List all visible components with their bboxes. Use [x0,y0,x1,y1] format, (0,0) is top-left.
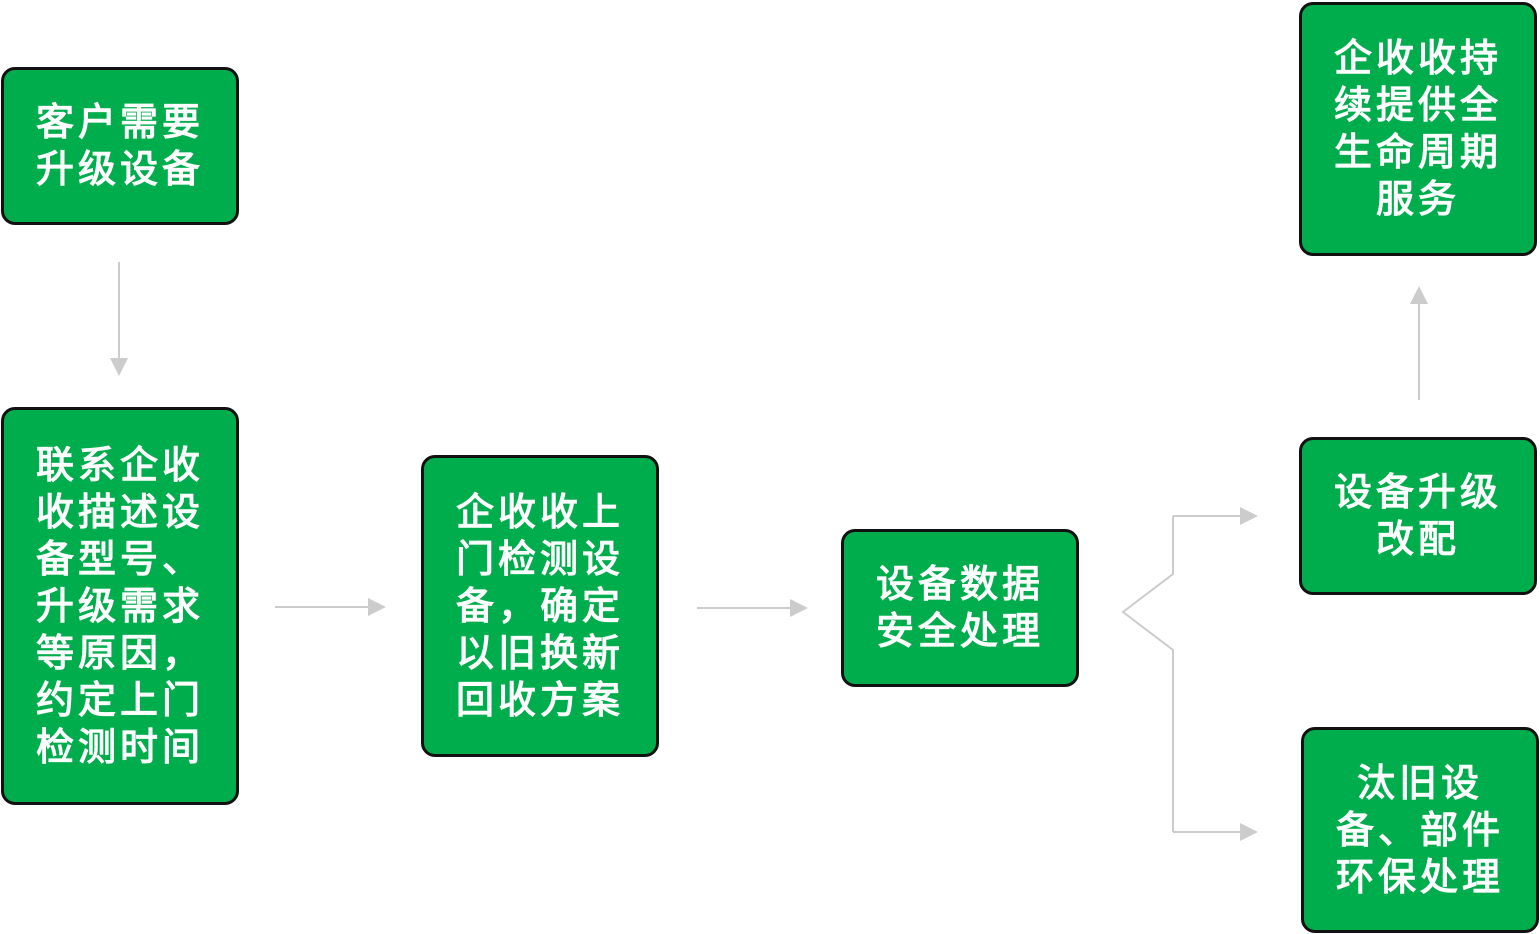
branch-connector [1121,516,1174,832]
arrowhead-upgrade-to-lifecycle [1410,286,1428,304]
arrowhead-branch-to-upgrade [1240,507,1258,525]
node-upgrade-refit: 设备升级 改配 [1299,437,1537,595]
node-contact-company: 联系企收 收描述设 备型号、 升级需求 等原因， 约定上门 检测时间 [1,407,239,805]
node-eliminate-old: 汰旧设 备、部件 环保处理 [1301,727,1539,933]
node-data-security: 设备数据 安全处理 [841,529,1079,687]
node-lifecycle-service: 企收收持 续提供全 生命周期 服务 [1299,2,1537,256]
arrowhead-branch-to-eliminate [1240,823,1258,841]
node-customer-needs-upgrade: 客户需要 升级设备 [1,67,239,225]
arrowhead-customer-to-contact [110,358,128,376]
node-onsite-inspection: 企收收上 门检测设 备，确定 以旧换新 回收方案 [421,455,659,757]
arrowhead-contact-to-inspection [368,598,386,616]
arrowhead-inspection-to-data [790,599,808,617]
